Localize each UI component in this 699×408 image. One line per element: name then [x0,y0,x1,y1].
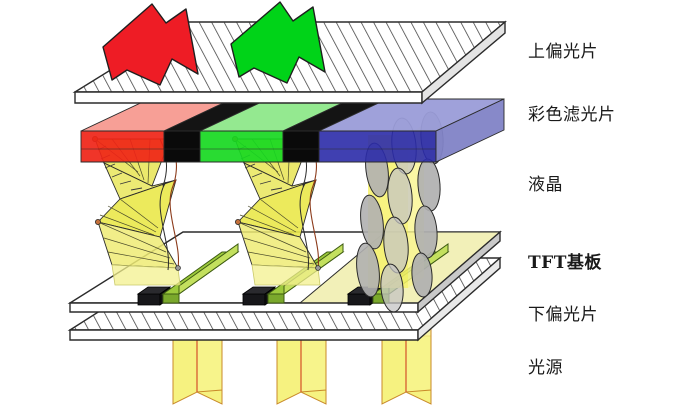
label-color-filter: 彩色滤光片 [528,105,616,125]
green-light-arrow [230,1,326,84]
label-tft-substrate: TFT基板 [528,253,602,273]
electrode-strip-1 [161,243,240,304]
backlight-beam-3 [381,321,432,405]
label-upper-polarizer: 上偏光片 [528,42,598,62]
filter-segment-red-front [80,130,165,163]
label-backlight: 光源 [528,358,563,378]
filter-segment-blue-front [318,130,437,163]
red-light-arrow [102,3,199,86]
filter-segment-black2-front [282,130,320,163]
color-filter-plate [80,98,505,163]
filter-right-face [435,98,505,163]
label-lower-polarizer: 下偏光片 [528,305,598,325]
backlight-beams [172,321,432,405]
label-liquid-crystal: 液晶 [528,175,563,195]
filter-segment-green-front [199,130,284,163]
filter-segment-black1-front [163,130,201,163]
